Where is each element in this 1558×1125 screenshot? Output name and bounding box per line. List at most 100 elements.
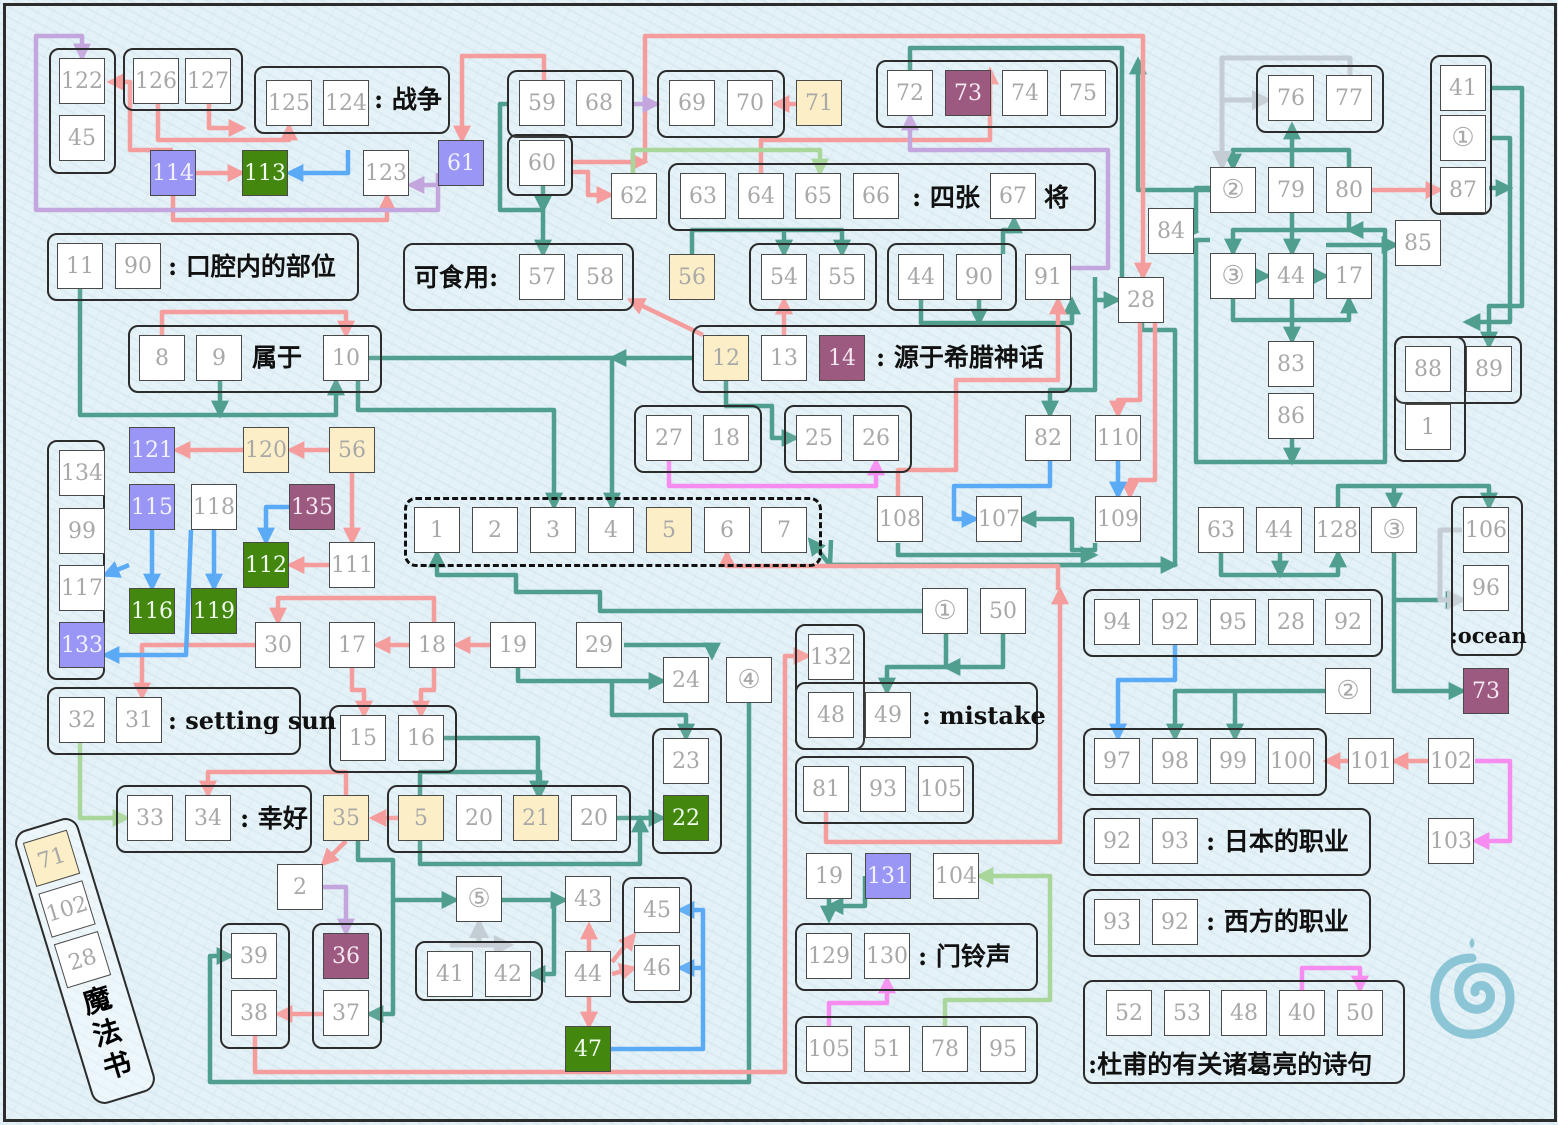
number-cell[interactable]: 50 bbox=[1337, 990, 1383, 1036]
number-cell[interactable]: 121 bbox=[129, 427, 175, 473]
number-cell[interactable]: 9 bbox=[196, 335, 242, 381]
number-cell[interactable]: 81 bbox=[803, 766, 849, 812]
number-cell[interactable]: 135 bbox=[289, 484, 335, 530]
number-cell[interactable]: 27 bbox=[646, 415, 692, 461]
number-cell[interactable]: 66 bbox=[853, 173, 899, 219]
number-cell[interactable]: 117 bbox=[59, 565, 105, 611]
number-cell[interactable]: 107 bbox=[976, 496, 1022, 542]
number-cell[interactable]: 17 bbox=[1326, 253, 1372, 299]
number-cell[interactable]: 18 bbox=[703, 415, 749, 461]
number-cell[interactable]: ② bbox=[1325, 668, 1371, 714]
number-cell[interactable]: 33 bbox=[127, 795, 173, 841]
number-cell[interactable]: 5 bbox=[398, 795, 444, 841]
number-cell[interactable]: 35 bbox=[323, 795, 369, 841]
number-cell[interactable]: 19 bbox=[490, 622, 536, 668]
number-cell[interactable]: 111 bbox=[329, 542, 375, 588]
number-cell[interactable]: 70 bbox=[727, 80, 773, 126]
number-cell[interactable]: 122 bbox=[59, 58, 105, 104]
number-cell[interactable]: 42 bbox=[485, 951, 531, 997]
number-cell[interactable]: 71 bbox=[796, 80, 842, 126]
number-cell[interactable]: 127 bbox=[185, 58, 231, 104]
number-cell[interactable]: 101 bbox=[1348, 738, 1394, 784]
number-cell[interactable]: 20 bbox=[571, 795, 617, 841]
number-cell[interactable]: 52 bbox=[1106, 990, 1152, 1036]
number-cell[interactable]: 83 bbox=[1268, 341, 1314, 387]
number-cell[interactable]: 13 bbox=[761, 335, 807, 381]
number-cell[interactable]: 31 bbox=[116, 697, 162, 743]
number-cell[interactable]: 103 bbox=[1428, 818, 1474, 864]
number-cell[interactable]: 104 bbox=[933, 853, 979, 899]
number-cell[interactable]: 120 bbox=[243, 427, 289, 473]
number-cell[interactable]: 39 bbox=[231, 933, 277, 979]
number-cell[interactable]: 64 bbox=[738, 173, 784, 219]
number-cell[interactable]: 133 bbox=[59, 622, 105, 668]
number-cell[interactable]: 72 bbox=[887, 70, 933, 116]
number-cell[interactable]: 51 bbox=[864, 1026, 910, 1072]
number-cell[interactable]: 53 bbox=[1164, 990, 1210, 1036]
number-cell[interactable]: ① bbox=[922, 588, 968, 634]
number-cell[interactable]: 134 bbox=[59, 450, 105, 496]
number-cell[interactable]: 99 bbox=[1210, 738, 1256, 784]
number-cell[interactable]: 38 bbox=[231, 990, 277, 1036]
number-cell[interactable]: 41 bbox=[427, 951, 473, 997]
number-cell[interactable]: 36 bbox=[323, 933, 369, 979]
number-cell[interactable]: 18 bbox=[409, 622, 455, 668]
number-cell[interactable]: 28 bbox=[1268, 599, 1314, 645]
number-cell[interactable]: ⑤ bbox=[456, 876, 502, 922]
number-cell[interactable]: 44 bbox=[898, 254, 944, 300]
number-cell[interactable]: 79 bbox=[1268, 167, 1314, 213]
number-cell[interactable]: 93 bbox=[1152, 818, 1198, 864]
magic-book-item[interactable]: 102 bbox=[38, 880, 96, 938]
number-cell[interactable]: 102 bbox=[1428, 738, 1474, 784]
number-cell[interactable]: 112 bbox=[243, 542, 289, 588]
number-cell[interactable]: 43 bbox=[565, 876, 611, 922]
number-cell[interactable]: 6 bbox=[704, 507, 750, 553]
number-cell[interactable]: 30 bbox=[255, 622, 301, 668]
number-cell[interactable]: 5 bbox=[646, 507, 692, 553]
number-cell[interactable]: 21 bbox=[513, 795, 559, 841]
number-cell[interactable]: 98 bbox=[1152, 738, 1198, 784]
number-cell[interactable]: ① bbox=[1440, 115, 1486, 161]
number-cell[interactable]: 16 bbox=[398, 715, 444, 761]
number-cell[interactable]: 29 bbox=[576, 622, 622, 668]
number-cell[interactable]: 84 bbox=[1148, 208, 1194, 254]
number-cell[interactable]: ③ bbox=[1371, 507, 1417, 553]
number-cell[interactable]: 100 bbox=[1268, 738, 1314, 784]
number-cell[interactable]: 75 bbox=[1060, 70, 1106, 116]
number-cell[interactable]: 93 bbox=[1094, 899, 1140, 945]
number-cell[interactable]: 105 bbox=[918, 766, 964, 812]
number-cell[interactable]: 80 bbox=[1326, 167, 1372, 213]
number-cell[interactable]: 131 bbox=[865, 853, 911, 899]
number-cell[interactable]: 58 bbox=[577, 254, 623, 300]
number-cell[interactable]: 48 bbox=[1221, 990, 1267, 1036]
number-cell[interactable]: 4 bbox=[588, 507, 634, 553]
number-cell[interactable]: 63 bbox=[1198, 507, 1244, 553]
number-cell[interactable]: 116 bbox=[129, 588, 175, 634]
number-cell[interactable]: 76 bbox=[1268, 75, 1314, 121]
number-cell[interactable]: 119 bbox=[191, 588, 237, 634]
number-cell[interactable]: 48 bbox=[808, 692, 854, 738]
number-cell[interactable]: 118 bbox=[191, 484, 237, 530]
number-cell[interactable]: 92 bbox=[1094, 818, 1140, 864]
number-cell[interactable]: 20 bbox=[456, 795, 502, 841]
number-cell[interactable]: 97 bbox=[1094, 738, 1140, 784]
number-cell[interactable]: 44 bbox=[1256, 507, 1302, 553]
number-cell[interactable]: 94 bbox=[1094, 599, 1140, 645]
number-cell[interactable]: 92 bbox=[1325, 599, 1371, 645]
number-cell[interactable]: 2 bbox=[472, 507, 518, 553]
number-cell[interactable]: 57 bbox=[519, 254, 565, 300]
number-cell[interactable]: 34 bbox=[185, 795, 231, 841]
number-cell[interactable]: 77 bbox=[1326, 75, 1372, 121]
number-cell[interactable]: 87 bbox=[1440, 167, 1486, 213]
number-cell[interactable]: 46 bbox=[634, 945, 680, 991]
number-cell[interactable]: 85 bbox=[1395, 220, 1441, 266]
number-cell[interactable]: 44 bbox=[1268, 253, 1314, 299]
number-cell[interactable]: 1 bbox=[414, 507, 460, 553]
number-cell[interactable]: 67 bbox=[990, 173, 1036, 219]
number-cell[interactable]: 56 bbox=[669, 254, 715, 300]
number-cell[interactable]: ③ bbox=[1210, 253, 1256, 299]
number-cell[interactable]: 22 bbox=[663, 795, 709, 841]
number-cell[interactable]: 26 bbox=[853, 415, 899, 461]
number-cell[interactable]: 2 bbox=[277, 864, 323, 910]
number-cell[interactable]: 62 bbox=[611, 173, 657, 219]
